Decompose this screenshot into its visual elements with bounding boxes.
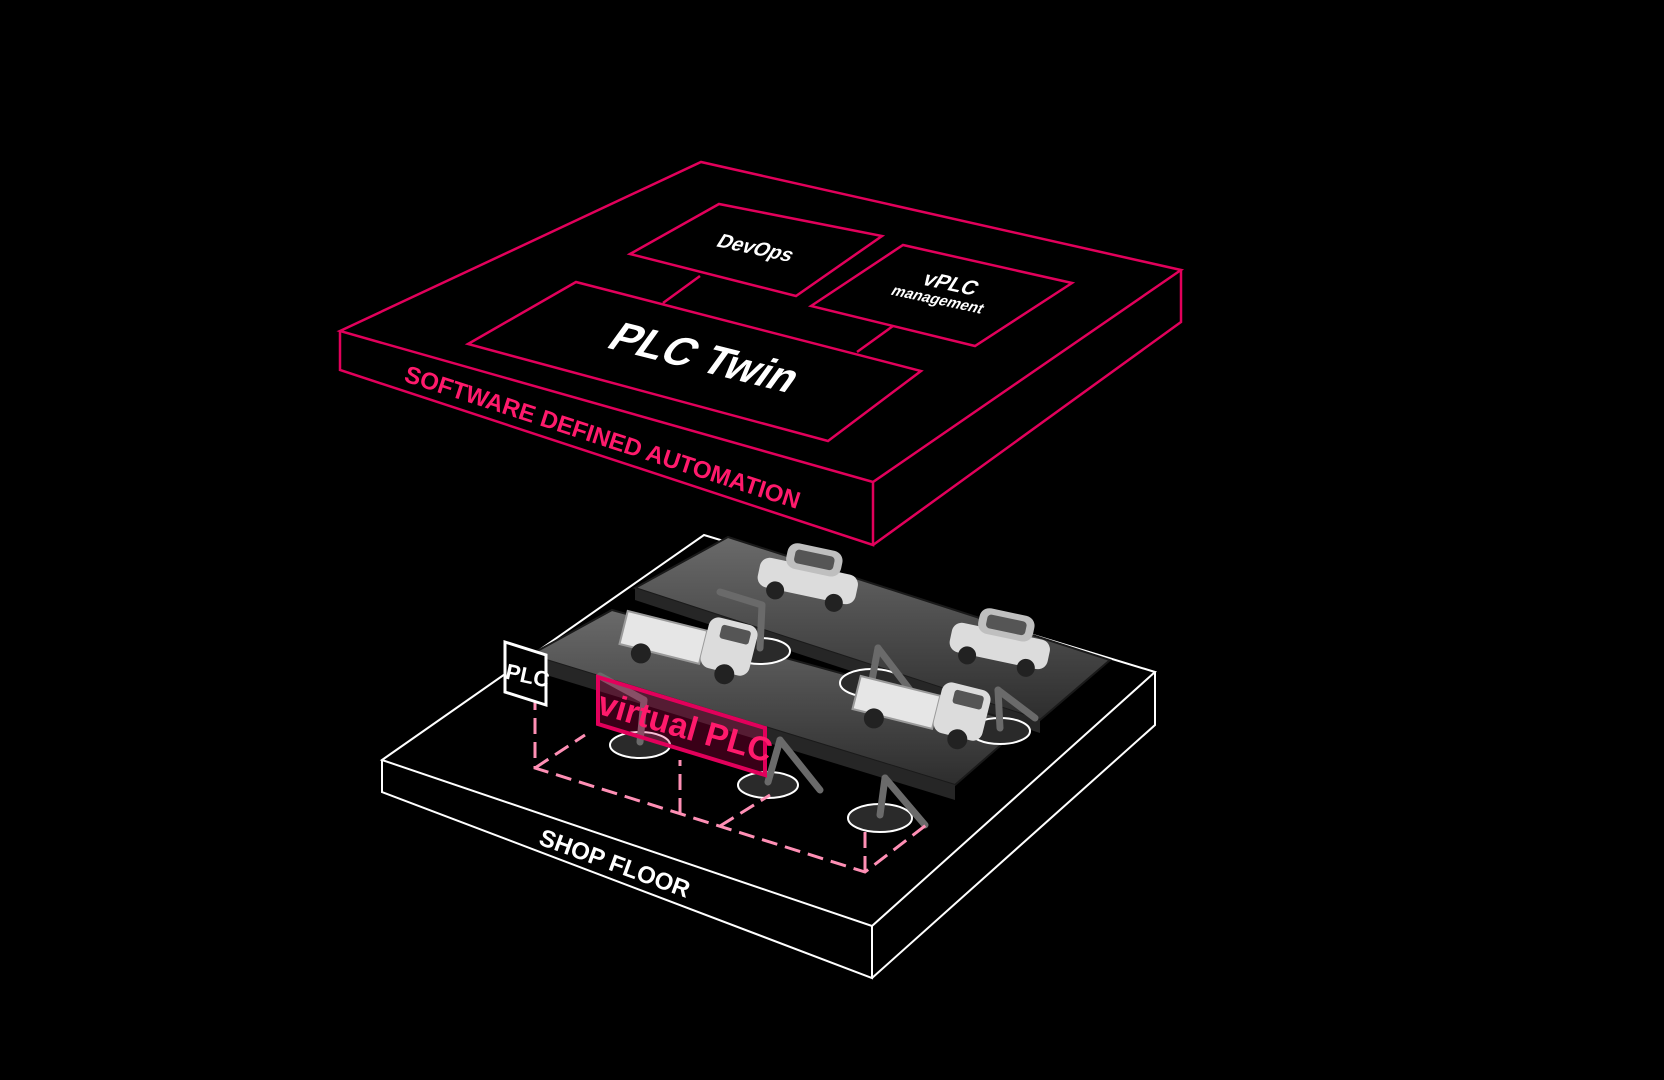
software-layer-front-edge — [338, 331, 875, 547]
software-layer-top-face — [336, 160, 1185, 484]
robot-arm-icon — [868, 644, 914, 694]
software-layer-right-edge — [872, 270, 1183, 547]
software-layer: DevOps vPLC management PLC Twin SOFTWARE… — [336, 160, 1185, 547]
plc-twin-module[interactable] — [464, 280, 924, 443]
devops-module[interactable] — [626, 202, 886, 298]
plc-network-lines — [533, 694, 931, 874]
conveyor-belt-front-front — [530, 655, 955, 800]
shop-floor-front-edge — [381, 760, 873, 980]
plc-box[interactable]: PLC — [503, 639, 552, 708]
robot-arm-icon — [764, 736, 824, 794]
car-icon — [949, 608, 1050, 677]
network-line-mid-3 — [719, 793, 771, 828]
robot-arm-icon — [876, 774, 929, 829]
pickup-truck-icon — [618, 609, 758, 685]
data-beams — [513, 455, 665, 660]
robot-arm-icon — [716, 588, 766, 652]
pickup-truck-icon — [851, 674, 991, 750]
shop-floor: PLC virtual PLC SHOP FLOOR — [379, 533, 1157, 980]
network-line-outer — [533, 694, 931, 874]
vplc-management-module[interactable] — [807, 243, 1076, 348]
robot-arm-icon — [994, 686, 1039, 732]
car-icon — [757, 543, 858, 612]
connector-devops-twin — [662, 274, 701, 305]
network-line-mid-1 — [534, 733, 586, 770]
connector-vplc-twin — [856, 324, 894, 354]
shop-floor-right-edge — [871, 672, 1156, 979]
